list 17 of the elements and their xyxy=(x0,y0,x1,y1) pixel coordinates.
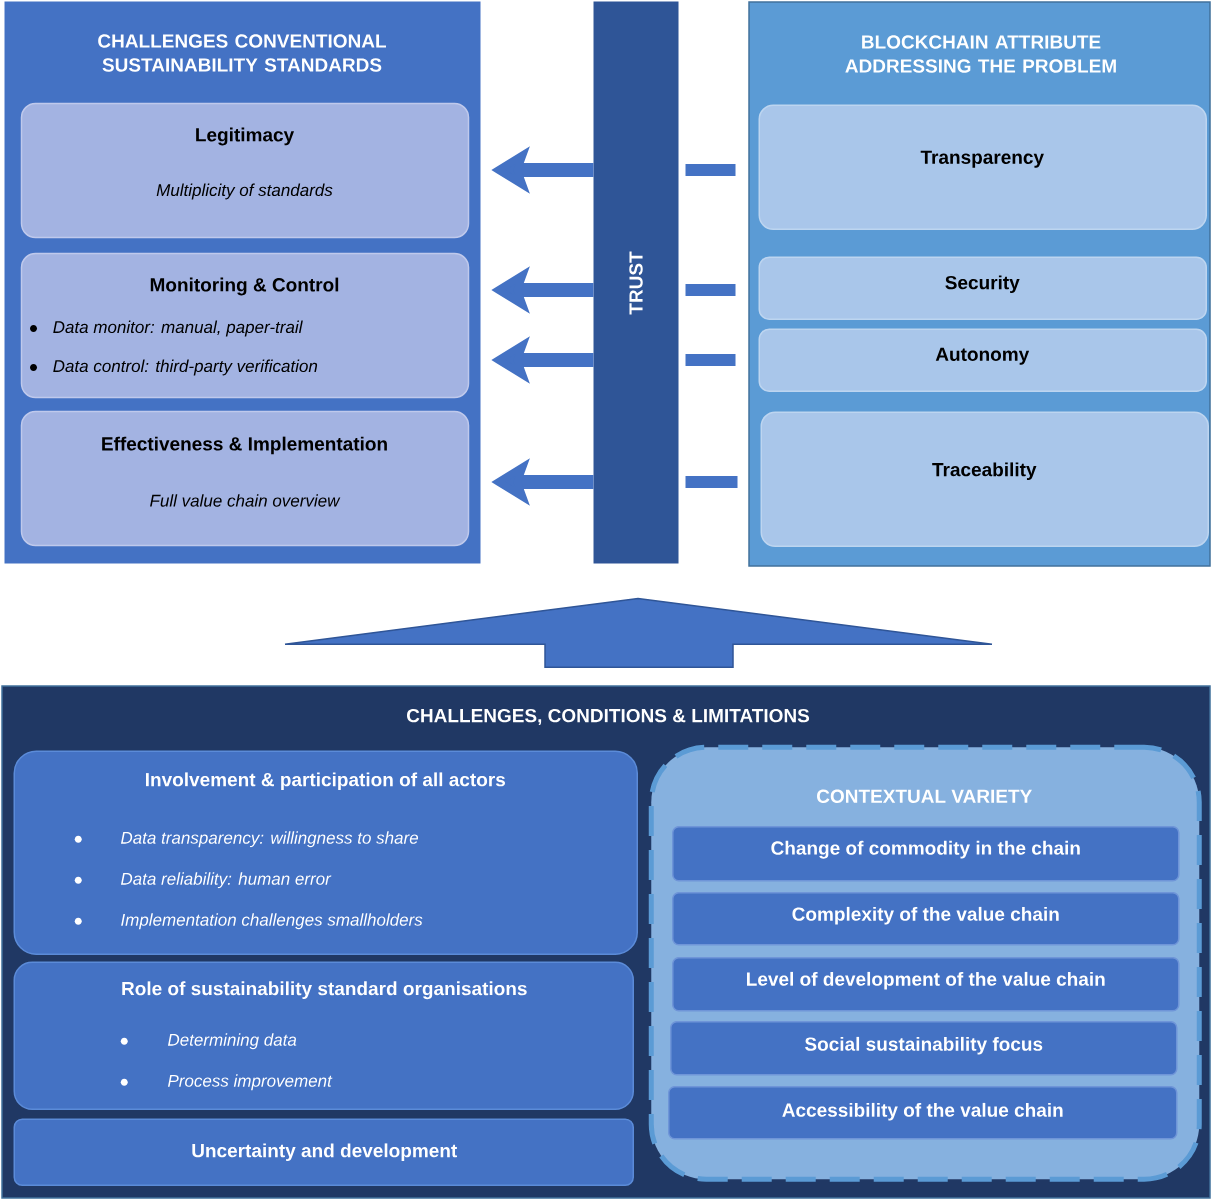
card: Complexity of the value chain xyxy=(672,892,1180,946)
card: Level of development of the value chain xyxy=(672,957,1180,1012)
card: Monitoring & Control Data monitor: manual, paper-trail Data control: third-party verification xyxy=(20,252,470,399)
card: Traceability xyxy=(760,411,1209,547)
card: Legitimacy Multiplicity of standards xyxy=(20,102,470,239)
card: Security xyxy=(758,256,1207,320)
card: Social sustainability focus xyxy=(670,1021,1178,1076)
card: Change of commodity in the chain xyxy=(672,826,1180,882)
trust-bar: TRUST xyxy=(593,1,679,564)
card: Role of sustainability standard organisations Determining data Process improvement xyxy=(13,961,634,1110)
card: Accessibility of the value chain xyxy=(668,1086,1178,1140)
card: Uncertainty and development xyxy=(13,1118,634,1186)
card: Transparency xyxy=(758,104,1207,230)
card: Involvement & participation of all actors Data transparency: willingness to share Data reliability: human error Implementation challenges smallholders xyxy=(13,750,638,955)
card: Autonomy xyxy=(758,328,1207,392)
card: Effectiveness & Implementation Full value chain overview xyxy=(20,410,470,547)
arrow xyxy=(284,597,993,668)
